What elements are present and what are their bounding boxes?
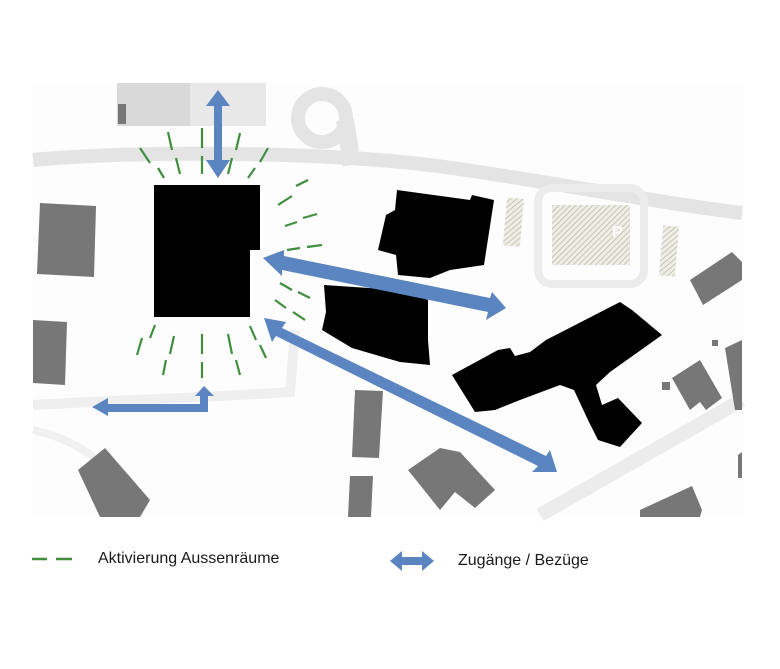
main-building — [154, 185, 260, 317]
access-arrows — [92, 90, 557, 472]
roads — [32, 87, 746, 522]
legend-item-access: Zugänge / Bezüge — [390, 550, 589, 572]
top-existing-structure — [117, 83, 266, 126]
building-middle — [322, 285, 430, 365]
double-arrow-icon — [390, 551, 434, 571]
arrow-north — [206, 90, 230, 178]
existing-buildings — [33, 203, 742, 517]
outdoor-activation-dashes — [135, 128, 323, 378]
legend-label: Zugänge / Bezüge — [458, 552, 589, 569]
arrow-east — [263, 250, 506, 320]
building-southeast — [452, 302, 662, 447]
parking-label: P — [612, 224, 623, 241]
arrow-southwest — [92, 386, 214, 416]
green-dash-icon — [32, 557, 72, 561]
legend-label: Aktivierung Aussenräume — [98, 550, 280, 567]
building-north — [378, 190, 494, 278]
new-buildings — [154, 185, 662, 447]
arrow-southeast — [264, 318, 557, 472]
parking-area: P — [502, 197, 680, 277]
legend-item-outdoor-activation: Aktivierung Aussenräume — [32, 550, 279, 568]
